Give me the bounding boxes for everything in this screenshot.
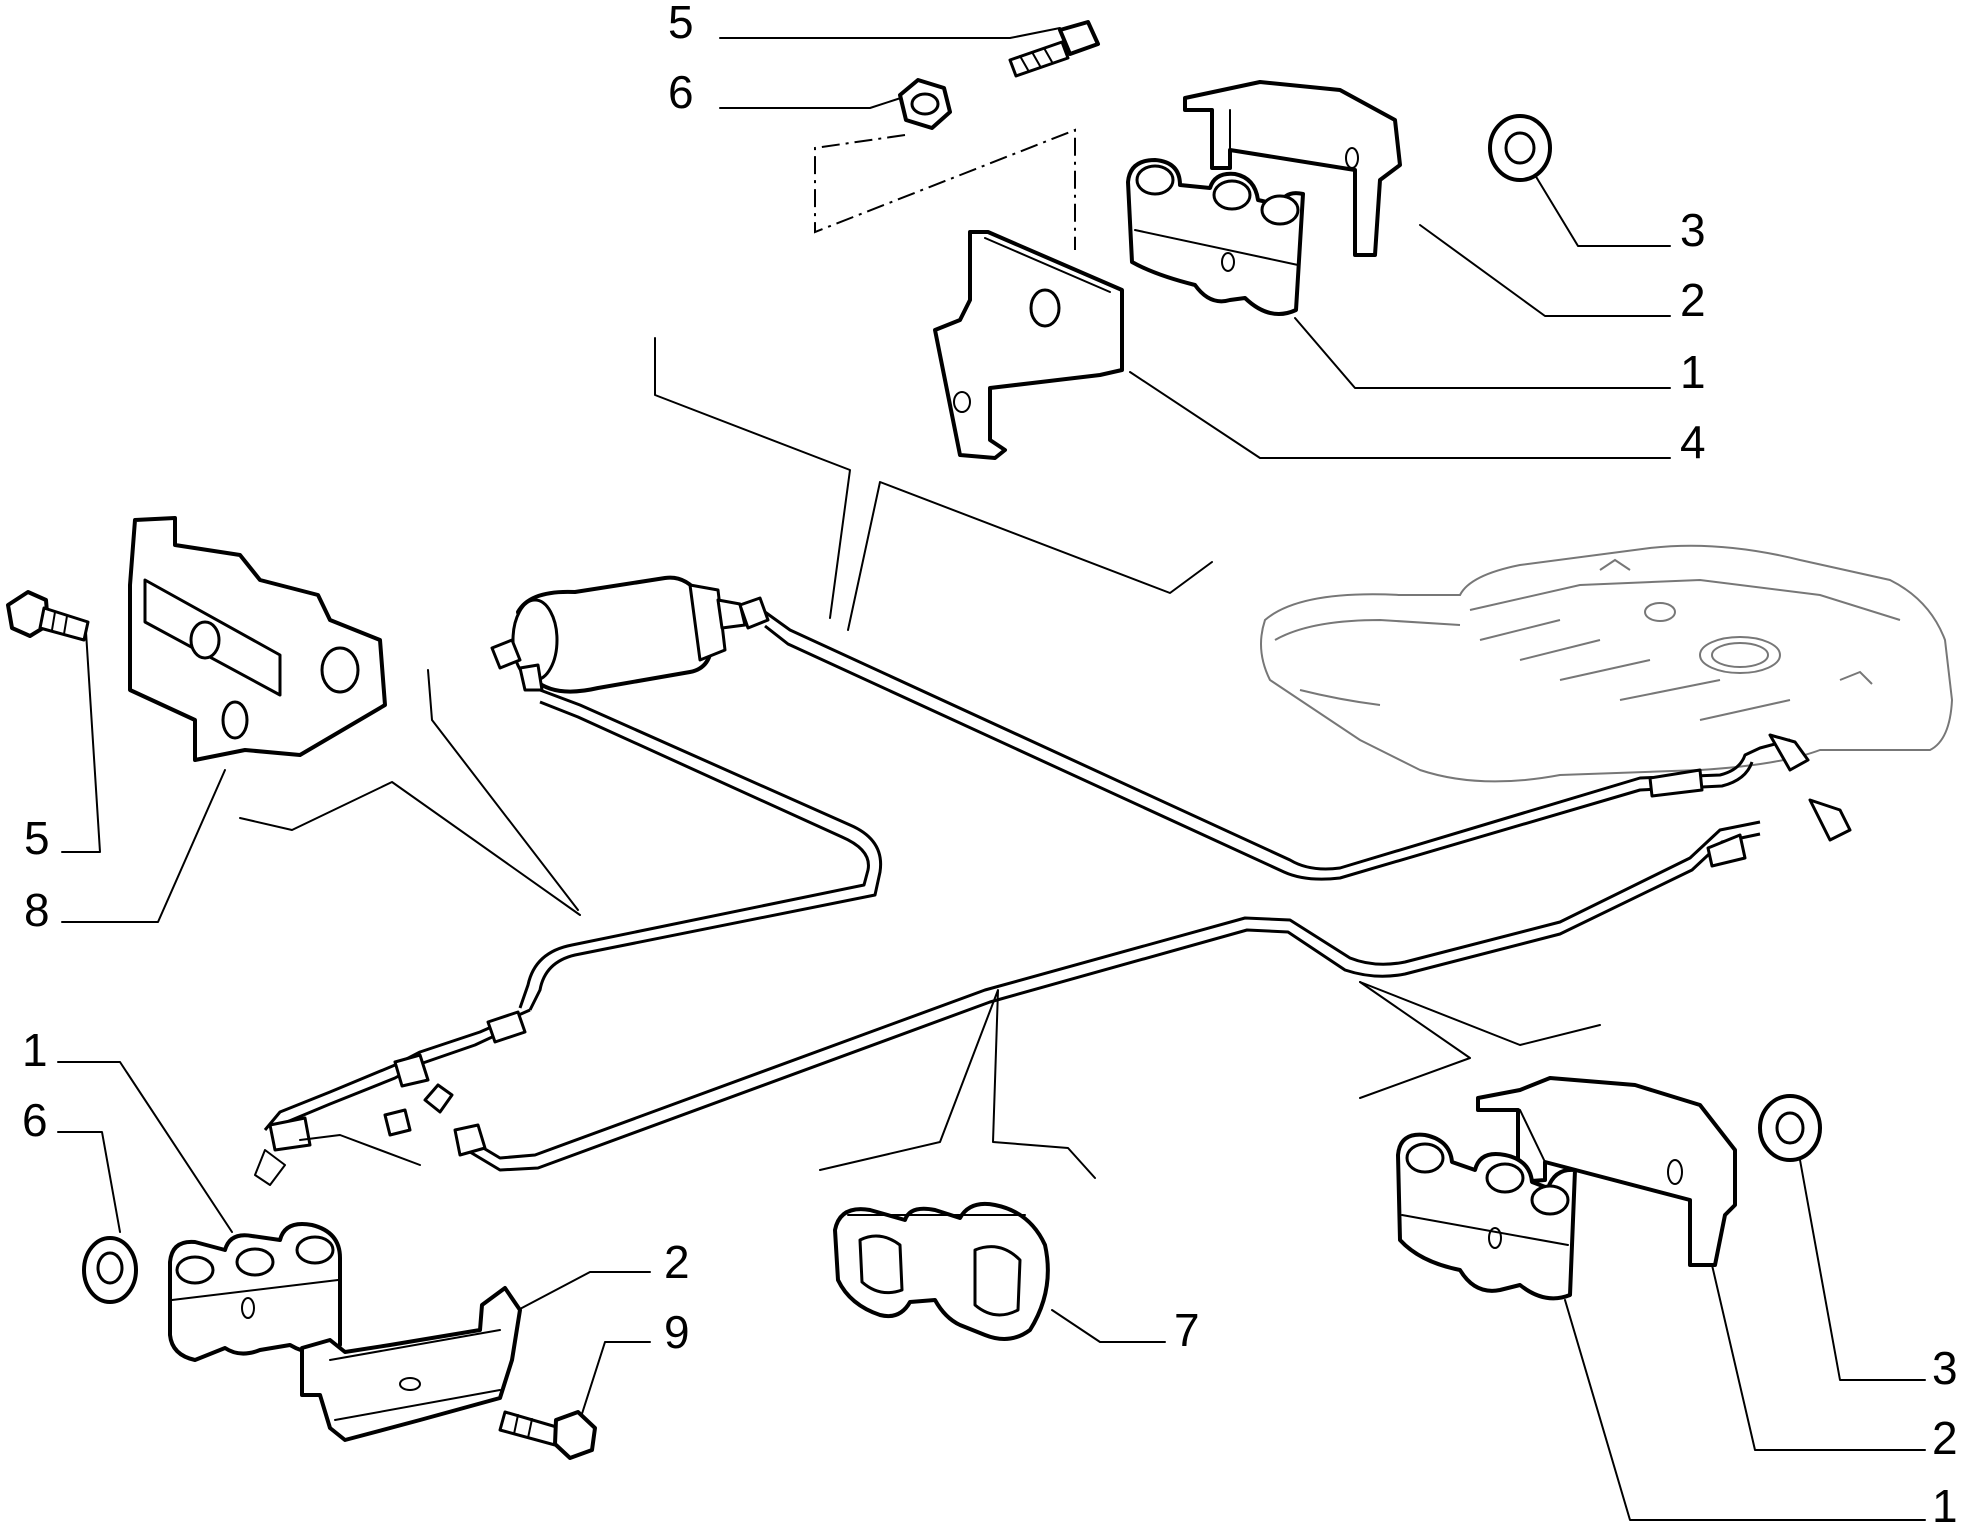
grouping-lines bbox=[239, 337, 1601, 1179]
strap-2-top bbox=[1183, 80, 1402, 257]
clip-7-middle bbox=[833, 1201, 1050, 1341]
callout-3-top: 3 bbox=[1680, 204, 1706, 256]
callout-9-bottom-left: 9 bbox=[664, 1306, 690, 1358]
callout-5-left: 5 bbox=[24, 812, 50, 864]
callout-2-top: 2 bbox=[1680, 274, 1706, 326]
callout-1-top: 1 bbox=[1680, 346, 1706, 398]
callout-7-middle: 7 bbox=[1174, 1304, 1200, 1356]
callout-6-bottom-left: 6 bbox=[22, 1094, 48, 1146]
fuel-tank-outline bbox=[1260, 544, 1954, 783]
alignment-dashline bbox=[814, 128, 1076, 250]
bolt-5-left bbox=[6, 590, 90, 642]
bracket-4-top bbox=[933, 230, 1124, 460]
clip-1-bottom-right bbox=[1396, 1132, 1577, 1301]
callout-1-bottom-right: 1 bbox=[1932, 1480, 1958, 1527]
bolt-9-bottom-left bbox=[498, 1410, 597, 1460]
nut-6-bottom-left bbox=[82, 1236, 138, 1304]
bolt-5-top bbox=[1008, 20, 1100, 78]
callout-2-bottom-right: 2 bbox=[1932, 1412, 1958, 1464]
callout-6-top: 6 bbox=[668, 66, 694, 118]
bracket-8-left bbox=[128, 516, 387, 762]
fuel-filter bbox=[490, 575, 770, 694]
strap-2-bottom-left bbox=[300, 1286, 522, 1442]
callout-5-top: 5 bbox=[668, 0, 694, 48]
callout-8-left: 8 bbox=[24, 884, 50, 936]
fuel-pipes bbox=[254, 610, 1852, 1186]
nut-3-bottom-right bbox=[1758, 1094, 1822, 1162]
nut-6-top bbox=[898, 78, 952, 130]
callout-3-bottom-right: 3 bbox=[1932, 1342, 1958, 1394]
callout-4-top: 4 bbox=[1680, 416, 1706, 468]
nut-3-top bbox=[1488, 114, 1552, 182]
clip-1-top bbox=[1126, 158, 1305, 316]
clip-1-bottom-left bbox=[168, 1222, 342, 1362]
callout-2-bottom-left: 2 bbox=[664, 1236, 690, 1288]
leader-lines bbox=[57, 27, 1926, 1521]
callout-1-bottom-left: 1 bbox=[22, 1024, 48, 1076]
